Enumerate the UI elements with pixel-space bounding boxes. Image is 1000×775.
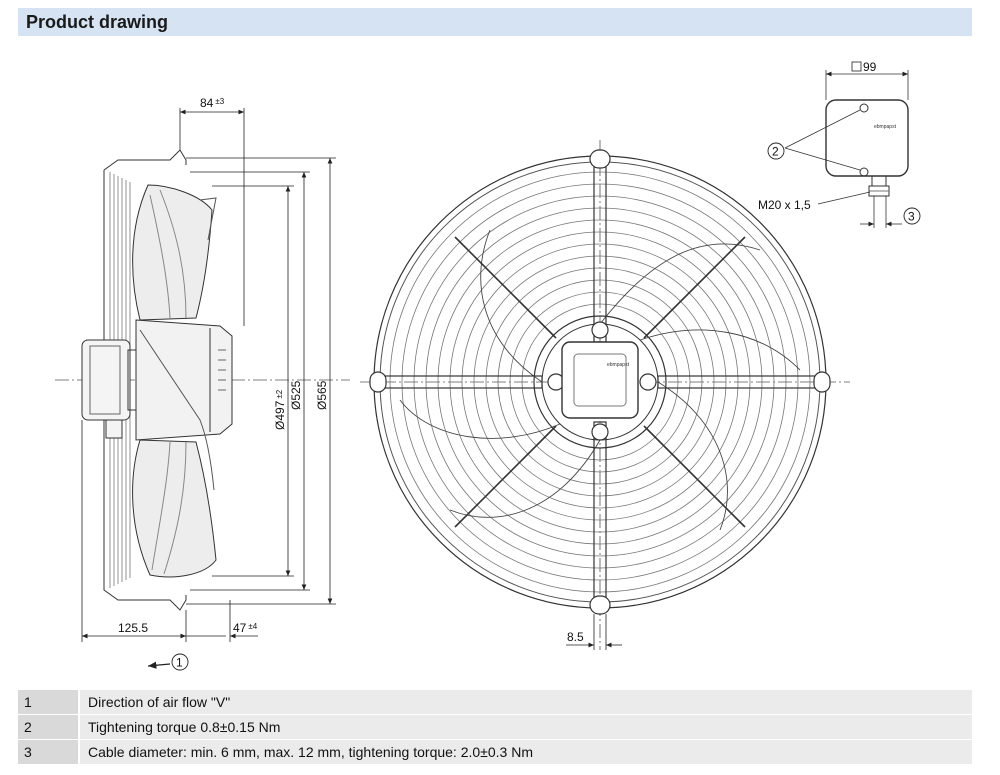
legend-text: Direction of air flow "V" [80,690,972,714]
detail-brand-mark: ebmpapst [874,124,897,130]
slot-dimension [566,614,622,650]
slot-label: 8.5 [567,630,584,644]
callout-3: 3 [908,210,915,224]
legend-row: 3 Cable diameter: min. 6 mm, max. 12 mm,… [18,740,972,764]
product-drawing: 84±3 125.5 47±4 Ø497±2 Ø525 Ø565 1 [0,40,1000,686]
d565-label: Ø565 [315,380,329,410]
callout-2-marker: 2 [767,142,785,160]
legend-text: Tightening torque 0.8±0.15 Nm [80,715,972,739]
legend-row: 1 Direction of air flow "V" [18,690,972,714]
legend-table: 1 Direction of air flow "V" 2 Tightening… [18,690,972,765]
callout-3-marker: 3 [903,207,921,225]
offset-left-label: 125.5 [118,621,148,635]
offset-right-label: 47±4 [233,621,258,635]
d525-label: Ø525 [289,380,303,410]
svg-text:99: 99 [863,60,877,74]
airflow-callout: 1 [147,653,189,671]
section-title: Product drawing [26,12,169,32]
front-brand-mark: ebmpapst [607,362,630,368]
side-view [55,149,350,611]
legend-row: 2 Tightening torque 0.8±0.15 Nm [18,715,972,739]
depth-label: 84±3 [200,96,225,110]
side-dimension-labels: 84±3 125.5 47±4 Ø497±2 Ø525 Ø565 [118,96,329,635]
legend-number: 3 [18,740,78,764]
thread-label: M20 x 1,5 [758,198,811,212]
legend-number: 1 [18,690,78,714]
callout-1: 1 [176,656,183,670]
terminal-box-detail [784,70,909,228]
section-header: Product drawing [18,8,972,36]
legend-text: Cable diameter: min. 6 mm, max. 12 mm, t… [80,740,972,764]
side-dimensions [81,108,336,642]
box-size-label: 99 [851,60,877,74]
front-view [360,140,850,650]
legend-number: 2 [18,715,78,739]
callout-2: 2 [772,145,779,159]
d497-label: Ø497±2 [273,389,287,430]
